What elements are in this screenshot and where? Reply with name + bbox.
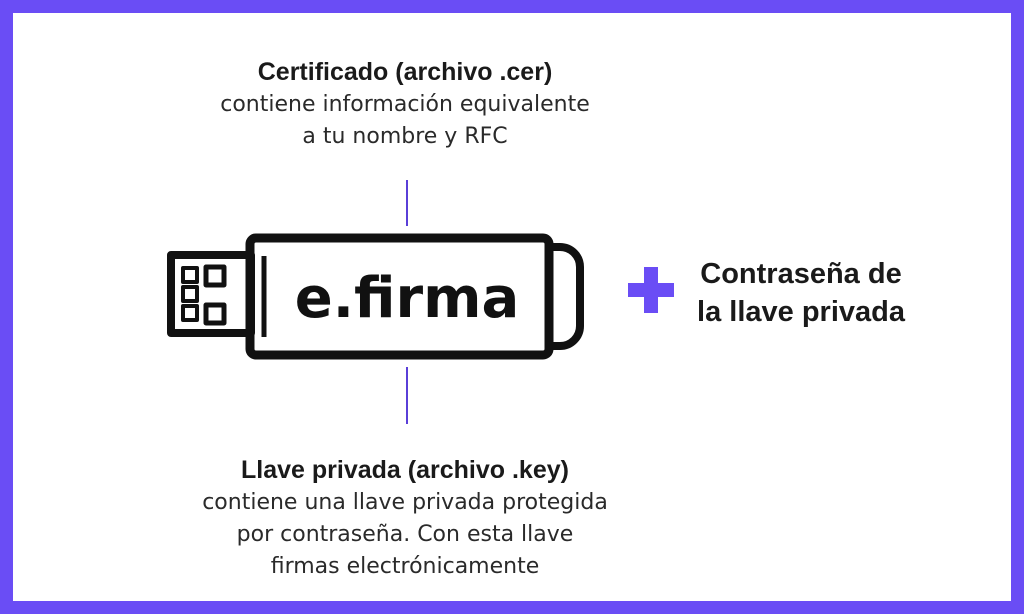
usb-contact [181,285,199,303]
usb-body [245,233,554,360]
private-key-line-3: firmas electrónicamente [270,554,540,579]
private-key-connector-line [406,367,408,424]
private-key-description: Llave privada (archivo .key) contiene un… [160,454,650,583]
private-key-line-2: por contraseña. Con esta llave [236,522,574,547]
private-key-title: Llave privada (archivo .key) [241,456,569,484]
usb-label: e.firma [295,266,520,331]
password-label: Contraseña de la llave privada [676,255,926,331]
usb-contact [203,264,227,288]
certificate-line-1: contiene información equivalente [220,92,590,117]
usb-cap [549,243,584,350]
certificate-description: Certificado (archivo .cer) contiene info… [180,56,630,153]
plus-vertical-bar [644,267,658,313]
usb-contact [181,304,199,322]
password-line-2: la llave privada [697,296,905,328]
certificate-title: Certificado (archivo .cer) [257,58,553,86]
private-key-line-1: contiene una llave privada protegida [202,490,608,515]
usb-contact [203,302,227,326]
usb-contact [181,266,199,284]
password-line-1: Contraseña de [700,258,902,290]
certificate-line-2: a tu nombre y RFC [302,124,508,149]
plus-icon [628,267,674,313]
certificate-connector-line [406,180,408,226]
